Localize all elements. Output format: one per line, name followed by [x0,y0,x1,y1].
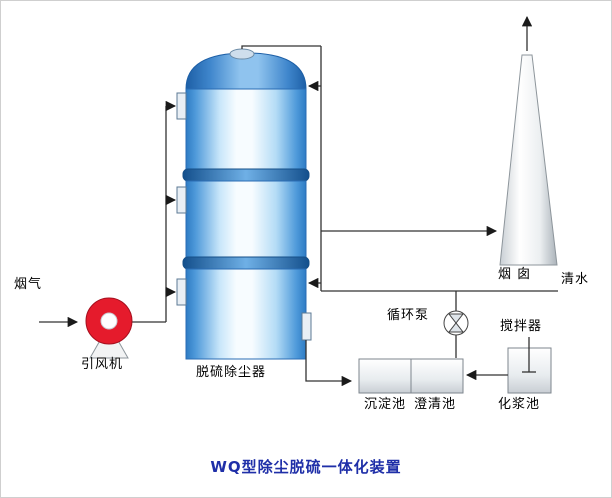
pipe-cap-riser [241,45,321,49]
pipe-tower-drain [305,340,353,387]
fan-hub [100,312,118,330]
tower-top-cap [229,48,255,60]
circulation-pump [443,310,469,336]
label-clarify-tank: 澄清池 [414,397,457,412]
induced-draft-fan [85,297,133,359]
label-slurry-tank: 化浆池 [498,397,541,412]
agitator [522,337,536,373]
chimney [499,54,558,266]
pump-impeller-icon [447,313,465,333]
tower-section-2 [185,180,307,260]
tower-band-2 [182,256,310,270]
label-chimney: 烟 囱 [498,267,532,282]
tower-inlet-flange-3 [176,278,187,306]
tower-inlet-flange-2 [176,186,187,214]
label-tower: 脱硫除尘器 [196,365,267,380]
tower-band-1 [182,168,310,182]
diagram-title: WQ型除尘脱硫一体化装置 [210,458,402,476]
settling-tanks [358,347,552,394]
label-flue-gas: 烟气 [14,277,43,292]
tower-inlet-flange-1 [176,92,187,120]
tower-section-3 [185,268,307,360]
pipes [39,15,558,387]
label-agitator: 搅拌器 [500,319,543,334]
label-sediment-tank: 沉淀池 [364,397,407,412]
tower-outlet-flange [301,312,312,341]
label-fan: 引风机 [81,357,124,372]
tower-section-1 [185,88,307,172]
label-pump: 循环泵 [387,308,430,323]
label-clean-water: 清水 [561,272,590,287]
scrubber-tower [176,48,312,360]
